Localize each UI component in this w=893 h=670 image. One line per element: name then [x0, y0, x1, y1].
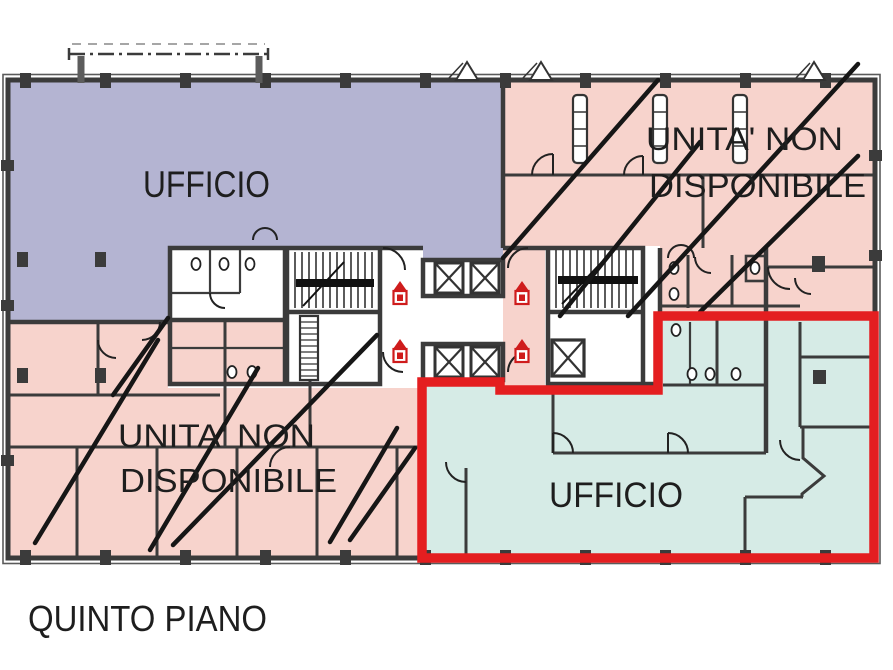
service-shaft: [298, 314, 320, 382]
radiator-icon: [731, 93, 749, 165]
label-unavailable-top-right-line1: UNITA' NON: [646, 121, 843, 157]
label-office-top-left: UFFICIO: [143, 164, 270, 205]
label-unavailable-top-right-line2: DISPONIBILE: [649, 167, 866, 204]
unavailable-hatch-top-right: [500, 61, 861, 319]
window-mark-icon: [801, 60, 827, 81]
highlighted-unit-outline: [417, 311, 879, 563]
label-office-bottom-right: UFFICIO: [549, 476, 683, 515]
toilet-icon: [670, 323, 682, 337]
label-unavailable-bottom-left-line1: UNITA' NON: [118, 418, 315, 454]
fire-extinguisher-icon: [392, 339, 408, 364]
region-office-top-left-ext: [10, 82, 168, 322]
elevator-icon: [433, 261, 465, 295]
toilet-icon: [730, 367, 742, 381]
window-marks: [448, 60, 827, 81]
door-arcs: [97, 153, 812, 483]
toilet-icon: [244, 257, 256, 271]
radiator-icon: [651, 93, 669, 165]
radiator-icon: [571, 93, 589, 165]
central-core-background: [168, 246, 660, 388]
toilet-fixtures: [190, 257, 761, 381]
toilet-icon: [226, 365, 238, 379]
toilet-icon: [218, 257, 230, 271]
elevator-icon: [433, 345, 465, 379]
toilet-icon: [704, 367, 716, 381]
stairs-left: [294, 252, 374, 308]
fire-extinguisher-icon: [392, 281, 408, 306]
window-mark-icon: [528, 60, 554, 81]
fire-extinguisher-icon: [514, 339, 530, 364]
elevator-icon: [469, 345, 501, 379]
radiator-icons: [571, 93, 749, 165]
elevator-icon: [469, 261, 501, 295]
toilet-icon: [686, 367, 698, 381]
floor-title: QUINTO PIANO: [28, 598, 267, 639]
balcony: [67, 43, 270, 83]
label-unavailable-bottom-left-line2: DISPONIBILE: [120, 462, 337, 499]
unavailable-hatch-bottom-left: [32, 315, 418, 553]
toilet-icon: [668, 287, 680, 301]
window-mark-icon: [454, 60, 480, 81]
elevator-bank: [433, 261, 586, 379]
toilet-icon: [749, 261, 761, 275]
elevator-icon: [550, 338, 586, 378]
fire-extinguisher-icon: [514, 281, 530, 306]
toilet-icon: [190, 257, 202, 271]
fire-safety-symbols: [392, 281, 530, 364]
